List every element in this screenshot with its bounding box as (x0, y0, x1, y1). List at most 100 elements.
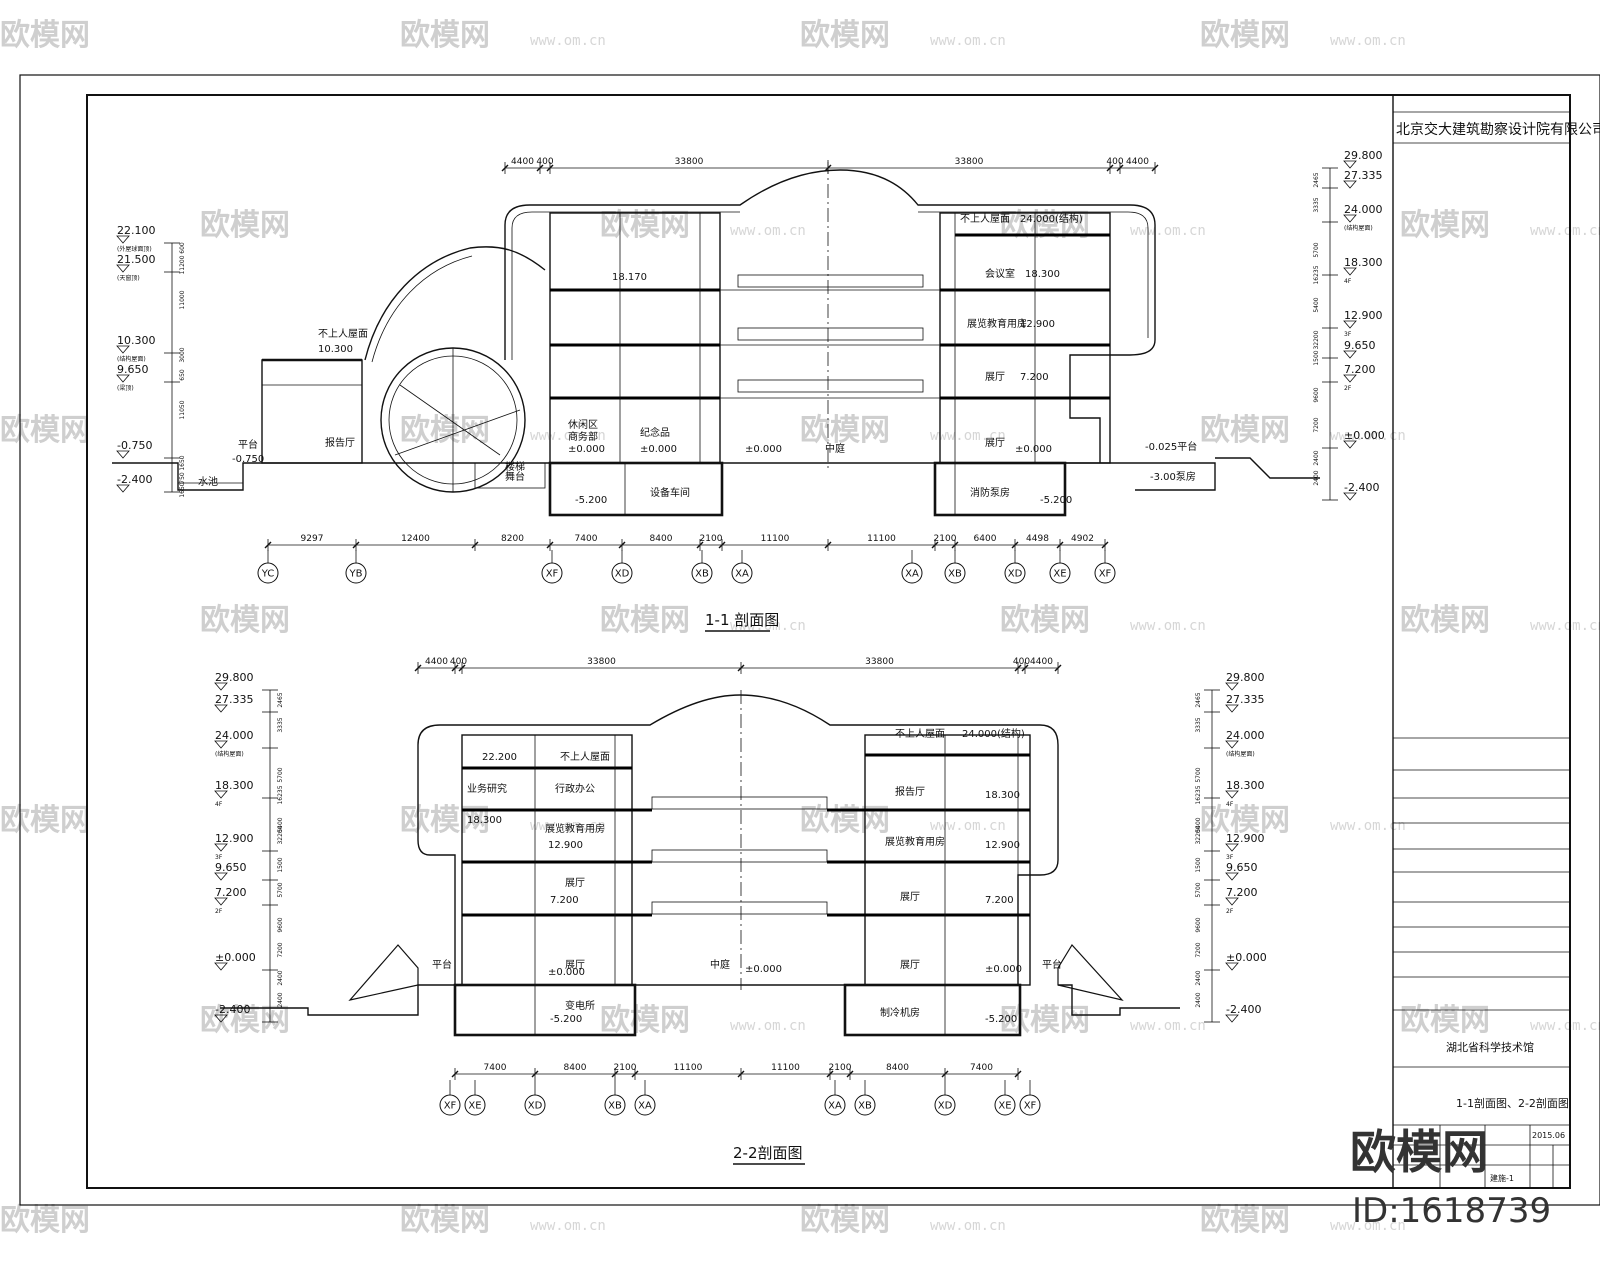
axis-bubble (731, 562, 753, 584)
bottom-dim-label: 4498 (1026, 534, 1049, 544)
left-vertical-dim: 1650 (179, 482, 186, 497)
right-vertical-dim: 16235 (1313, 265, 1320, 284)
bottom-dim-label: 7400 (970, 1063, 993, 1073)
right-elevation-value: 12.900 (1226, 832, 1265, 845)
axis-bubble (824, 1094, 846, 1116)
title-block-project: 湖北省科学技术馆 (1446, 1040, 1534, 1054)
left-vertical-dim: 11200 (179, 255, 186, 274)
watermark-brand: 欧模网 (200, 603, 290, 638)
room-label: 18.300 (467, 815, 502, 826)
room-label: 24.000(结构) (1020, 212, 1083, 225)
watermark-brand: 欧模网 (600, 603, 690, 638)
ground-line-right (1135, 462, 1216, 491)
watermark-url: www.om.cn (730, 223, 806, 239)
room-label: 展厅 (565, 959, 585, 971)
axis-bubble (345, 562, 367, 584)
top-dim-label: 400 (1013, 657, 1030, 667)
section-title: 2-2剖面图 (733, 1144, 803, 1162)
left-elevation-value: 10.300 (117, 334, 156, 347)
watermark-url: www.om.cn (930, 818, 1006, 834)
watermark-brand: 欧模网 (1000, 603, 1090, 638)
left-elevation-value: -2.400 (117, 473, 152, 486)
right-vertical-dim: 5400 (1313, 297, 1320, 312)
title-block-sheet-no: 建施-1 (1490, 1173, 1514, 1183)
room-label: 24.000(结构) (962, 727, 1025, 740)
room-label: 展厅 (900, 959, 920, 971)
axis-label: XD (528, 1101, 543, 1112)
right-elevation-value: 29.800 (1344, 149, 1383, 162)
left-elevation-value: 18.300 (215, 779, 254, 792)
left-vertical-dim: 1650 (179, 455, 186, 470)
right-elevation-note: 3F (1226, 854, 1234, 861)
bottom-dim-label: 8200 (501, 534, 524, 544)
bottom-dim-label: 11100 (771, 1063, 800, 1073)
inner-frame (86, 94, 1571, 1189)
basement-left (548, 461, 724, 517)
axis-bubble (634, 1094, 656, 1116)
berm-right (1057, 944, 1124, 1002)
left-elevation-value: 7.200 (215, 886, 247, 899)
top-dim-label: 33800 (587, 657, 616, 667)
top-dim-label: 4400 (425, 657, 448, 667)
right-elevation-value: 18.300 (1226, 779, 1265, 792)
watermark-brand: 欧模网 (0, 803, 90, 838)
watermark-url: www.om.cn (730, 618, 806, 634)
title-block-sheet-title: 1-1剖面图、2-2剖面图 (1456, 1096, 1569, 1110)
left-stack (461, 734, 633, 986)
bottom-dim-label: 11100 (867, 534, 896, 544)
axis-bubble (439, 1094, 461, 1116)
right-elevation-value: -2.400 (1226, 1003, 1261, 1016)
left-vertical-dim: 3335 (277, 717, 284, 732)
left-vertical-dim: 5400 (277, 817, 284, 832)
room-label: ±0.000 (745, 964, 782, 975)
room-label: 7.200 (985, 895, 1014, 906)
top-dim-label: 400 (536, 157, 553, 167)
watermark-brand: 欧模网 (1400, 603, 1490, 638)
axis-label: XA (828, 1101, 842, 1112)
room-label: ±0.000 (745, 444, 782, 455)
room-label: 展厅 (900, 891, 920, 903)
watermark-url: www.om.cn (1330, 33, 1406, 49)
right-elevation-value: -2.400 (1344, 481, 1379, 494)
axis-bubble (994, 1094, 1016, 1116)
watermark-url: www.om.cn (1130, 1018, 1206, 1034)
left-vertical-dim: 2400 (277, 992, 284, 1007)
axis-bubble (934, 1094, 956, 1116)
axis-label: XD (615, 569, 630, 580)
left-vertical-dim: 2465 (277, 692, 284, 707)
axis-bubble (901, 562, 923, 584)
ground-line-right (1058, 984, 1180, 1016)
watermark-url: www.om.cn (930, 1218, 1006, 1234)
axis-label: XE (1053, 569, 1066, 580)
left-elevation-note: (外屋球面顶) (117, 245, 152, 253)
right-vertical-dim: 32200 (1313, 330, 1320, 349)
right-vertical-dim: 9600 (1313, 387, 1320, 402)
top-dim-label: 400 (450, 657, 467, 667)
axis-bubble (464, 1094, 486, 1116)
axis-label: XB (608, 1101, 622, 1112)
bottom-dim-label: 8400 (650, 534, 673, 544)
room-label: 纪念品 (640, 426, 670, 439)
left-vertical-dim: 5700 (277, 767, 284, 782)
bottom-dim-label: 2100 (829, 1063, 852, 1073)
axis-label: YC (261, 569, 275, 580)
right-vertical-dim: 2400 (1195, 970, 1202, 985)
right-elevation-note: (结构屋面) (1226, 750, 1255, 758)
left-elevation-value: 24.000 (215, 729, 254, 742)
right-vertical-dim: 1500 (1313, 350, 1320, 365)
room-label: 中庭 (825, 442, 845, 455)
bottom-dim-label: 2100 (934, 534, 957, 544)
right-vertical-dim: 5700 (1313, 242, 1320, 257)
room-label: 12.900 (1020, 319, 1055, 330)
room-label: ±0.000 (568, 444, 605, 455)
left-vertical-dim: 3000 (179, 347, 186, 362)
left-vertical-dim: 1500 (277, 857, 284, 872)
left-elevation-value: 29.800 (215, 671, 254, 684)
right-elevation-value: 9.650 (1344, 339, 1376, 352)
right-vertical-dim: 5700 (1195, 767, 1202, 782)
right-stack (939, 212, 1111, 464)
left-vertical-dim: 650 (179, 369, 186, 381)
right-vertical-dim: 1500 (1195, 857, 1202, 872)
